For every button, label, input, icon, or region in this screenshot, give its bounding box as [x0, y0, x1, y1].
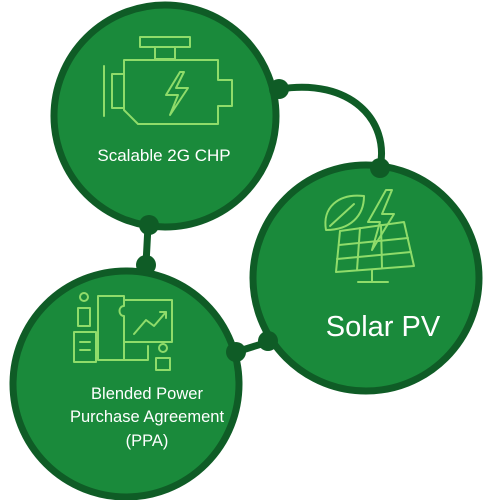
chp-circle — [50, 1, 280, 231]
connector-dots — [136, 79, 390, 362]
solar-pv-label: Solar PV — [325, 311, 441, 343]
connector-dot-ppa-top — [136, 255, 156, 275]
connector-dot-chp-right — [269, 79, 289, 99]
engine-lightning-icon — [103, 36, 233, 125]
chp-label: Scalable 2G CHP — [97, 146, 231, 165]
ppa-circle — [9, 267, 243, 500]
document-chart-people-icon — [73, 292, 173, 371]
connector-dot-solar-left — [258, 331, 278, 351]
ppa-label: Blended Power Purchase Agreement (PPA) — [69, 385, 225, 450]
solar-circle — [249, 161, 483, 395]
connector-dot-solar-top — [370, 158, 390, 178]
connector-dot-chp-bottom — [139, 215, 159, 235]
connector-dot-ppa-right — [226, 342, 246, 362]
connector-chp-solar — [276, 83, 385, 172]
solar-panel-leaf-lightning-icon — [324, 189, 415, 283]
